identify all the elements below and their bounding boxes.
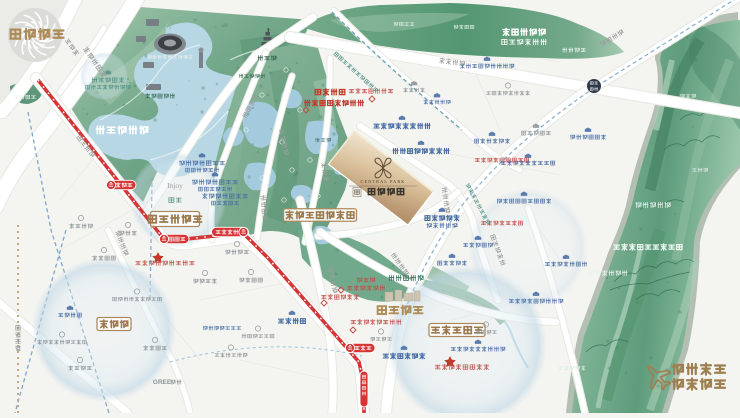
svg-text:GREE: GREE: [153, 379, 172, 386]
svg-text:Injoy: Injoy: [167, 181, 183, 190]
svg-text:CENTRAL PARK: CENTRAL PARK: [361, 179, 406, 184]
